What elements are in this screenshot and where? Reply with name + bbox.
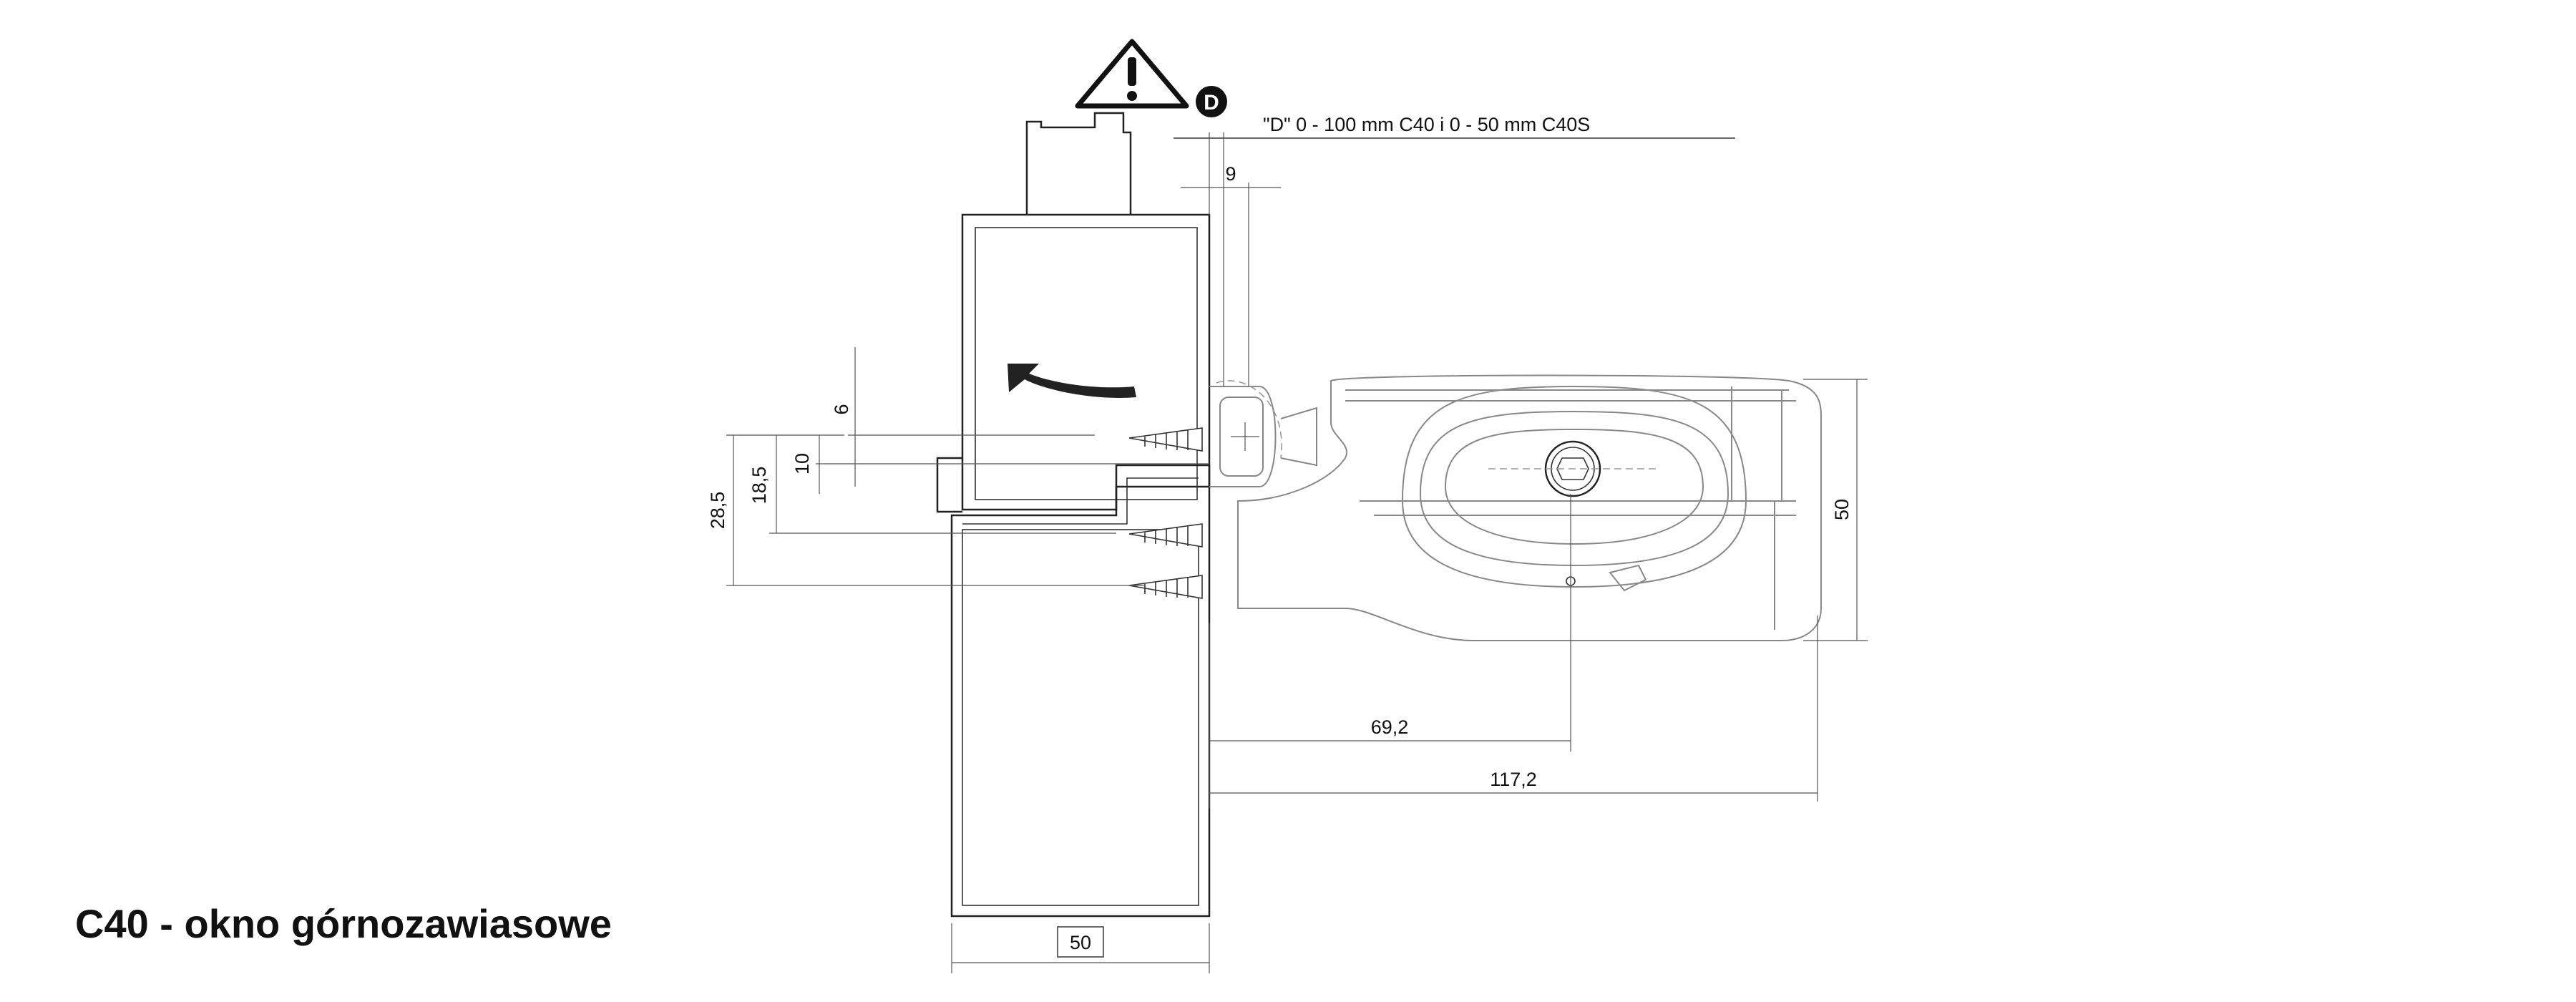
dimension-50-height-label: 50 <box>1831 499 1853 520</box>
screw-icon <box>1128 427 1203 452</box>
dimension-69-2-label: 69,2 <box>1371 716 1409 738</box>
dimension-6-label: 6 <box>831 404 852 414</box>
dimension-28-5: 28,5 <box>707 434 1145 586</box>
dimension-28-5-label: 28,5 <box>707 492 728 530</box>
d-marker-label: D <box>1204 91 1219 115</box>
dimension-10: 10 <box>791 435 1209 494</box>
sash-profile <box>936 112 1211 513</box>
rotation-arrow-icon <box>1008 364 1136 398</box>
dimension-10-label: 10 <box>791 453 813 475</box>
screw-icon <box>1128 523 1203 548</box>
dimension-69-2: 69,2 <box>1209 494 1571 809</box>
dimension-117-2: 117,2 <box>1209 616 1818 802</box>
dimension-50-width-label: 50 <box>1070 932 1091 953</box>
actuator-body <box>1237 374 1822 641</box>
screw-icon <box>1128 575 1203 599</box>
dimension-18-5-label: 18,5 <box>748 467 770 505</box>
dimension-9-label: 9 <box>1225 163 1236 185</box>
frame-profile <box>950 464 1211 918</box>
dimension-9: 9 <box>1181 132 1281 386</box>
warning-triangle-icon <box>1075 39 1189 109</box>
dimension-117-2-label: 117,2 <box>1490 769 1537 790</box>
hinge-connector <box>1209 380 1317 487</box>
dimension-50-width: 50 <box>951 923 1210 973</box>
dimension-50-height: 50 <box>1803 379 1868 641</box>
d-marker: D <box>1196 86 1227 117</box>
drawing-title: C40 - okno górnozawiasowe <box>75 901 612 946</box>
d-range-note: "D" 0 - 100 mm C40 i 0 - 50 mm C40S <box>1263 114 1590 135</box>
dimension-18-5: 18,5 <box>748 435 1116 534</box>
